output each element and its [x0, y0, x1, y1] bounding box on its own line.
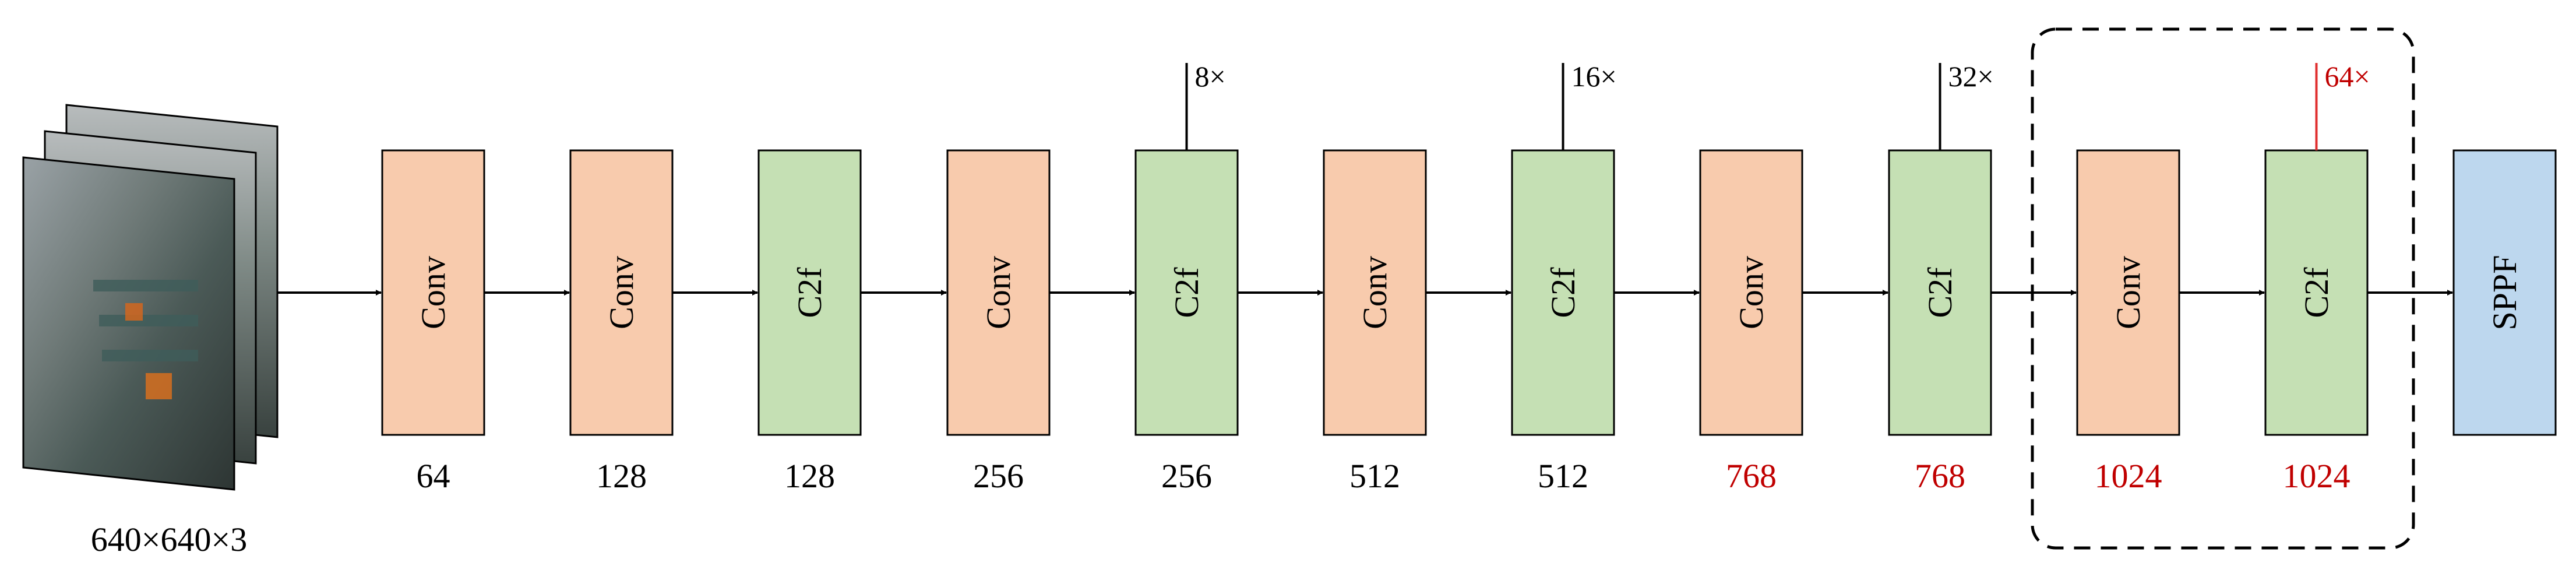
block-conv: Conv 512 — [1323, 149, 1427, 495]
block-rect — [1323, 149, 1427, 436]
block-rect — [1511, 149, 1615, 436]
input-frame-detail — [93, 280, 198, 291]
block-rect — [1134, 149, 1239, 436]
input-frame-detail — [102, 350, 198, 361]
channel-label: 256 — [973, 457, 1024, 495]
block-type-label: C2f — [1168, 267, 1206, 318]
input-frame-detail — [146, 373, 172, 399]
block-rect — [381, 149, 485, 436]
block-type-label: Conv — [1732, 256, 1770, 329]
block-rect — [946, 149, 1051, 436]
channel-label: 768 — [1726, 457, 1777, 495]
channel-label: 1024 — [2095, 457, 2162, 495]
block-sppf: SPPF — [2452, 149, 2557, 436]
block-conv: Conv 256 — [946, 149, 1051, 495]
block-c2f: C2f 512 16× — [1511, 60, 1617, 495]
block-c2f: C2f 128 — [757, 149, 862, 495]
scale-label: 8× — [1195, 60, 1226, 93]
block-c2f: C2f 768 32× — [1888, 60, 1994, 495]
channel-label: 64 — [417, 457, 450, 495]
block-conv: Conv 768 — [1699, 149, 1803, 495]
block-rect — [2076, 149, 2180, 436]
block-type-label: C2f — [1921, 267, 1959, 318]
scale-label: 16× — [1571, 60, 1617, 93]
channel-label: 256 — [1161, 457, 1212, 495]
block-type-label: Conv — [602, 256, 640, 329]
input-size-label: 640×640×3 — [91, 521, 247, 558]
input-image-stack — [22, 104, 279, 491]
scale-label: 64× — [2325, 60, 2370, 93]
block-conv: Conv 64 — [381, 149, 485, 495]
channel-label: 128 — [596, 457, 647, 495]
block-type-label: SPPF — [2486, 255, 2524, 330]
input-frame-detail — [99, 315, 198, 326]
block-rect — [1888, 149, 1992, 436]
block-rect — [757, 149, 862, 436]
scale-label: 32× — [1948, 60, 1994, 93]
highlight-group-box — [2031, 27, 2415, 550]
input-frame-detail — [125, 303, 143, 321]
block-type-label: C2f — [791, 267, 829, 318]
channel-label: 128 — [784, 457, 835, 495]
block-c2f: C2f 1024 64× — [2264, 60, 2370, 495]
block-rect — [1699, 149, 1803, 436]
block-c2f: C2f 256 8× — [1134, 60, 1239, 495]
block-type-label: C2f — [2297, 267, 2335, 318]
channel-label: 1024 — [2283, 457, 2351, 495]
block-rect — [569, 149, 674, 436]
block-conv: Conv 1024 — [2076, 149, 2180, 495]
block-type-label: Conv — [2109, 256, 2147, 329]
network-blocks: Conv 64 Conv 128 C2f 128 Conv 256 C2f 256 8× Conv 51… — [381, 60, 2557, 495]
block-type-label: Conv — [979, 256, 1017, 329]
block-type-label: C2f — [1544, 267, 1582, 318]
block-type-label: Conv — [1356, 256, 1394, 329]
block-rect — [2452, 149, 2557, 436]
channel-label: 512 — [1538, 457, 1588, 495]
channel-label: 512 — [1349, 457, 1400, 495]
channel-label: 768 — [1915, 457, 1965, 495]
block-type-label: Conv — [414, 256, 452, 329]
block-conv: Conv 128 — [569, 149, 674, 495]
